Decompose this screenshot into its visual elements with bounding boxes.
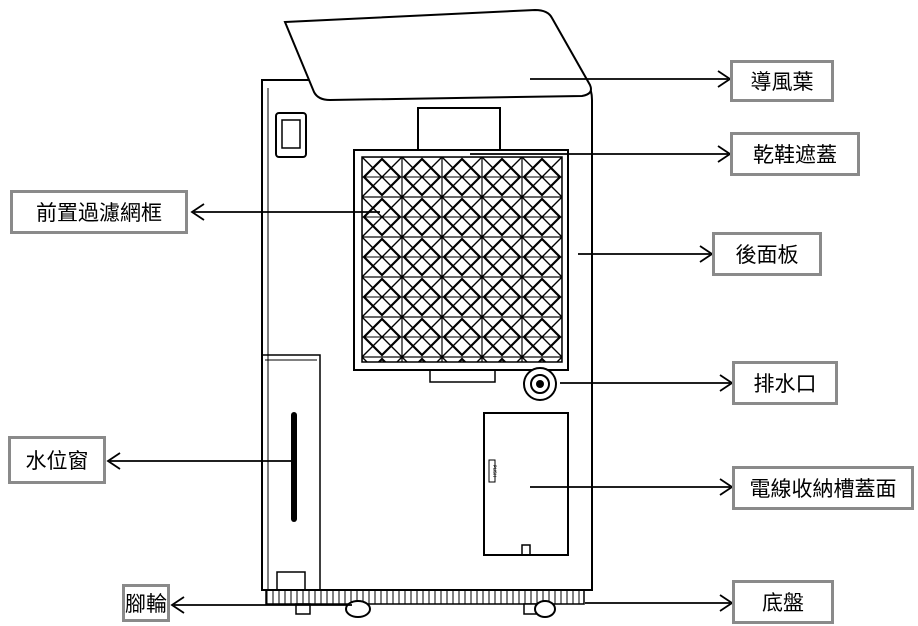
casters — [295, 600, 556, 618]
push-tag-cord: PUSH — [491, 465, 497, 477]
air-guide-flap — [283, 8, 592, 102]
water-level-window — [291, 412, 297, 522]
arrow-casters — [170, 596, 352, 614]
arrow-water-level-window — [106, 452, 294, 470]
arrow-base-tray — [585, 594, 734, 612]
label-pre-filter-frame: 前置過濾網框 — [10, 190, 188, 234]
label-drain-outlet: 排水口 — [732, 361, 838, 405]
base-tray — [265, 589, 585, 605]
label-base-tray: 底盤 — [732, 580, 834, 624]
label-back-panel: 後面板 — [712, 232, 822, 276]
side-handle — [275, 112, 307, 158]
label-air-guide: 導風葉 — [730, 60, 834, 102]
label-casters: 腳輪 — [122, 584, 170, 622]
arrow-back-panel — [578, 245, 714, 263]
arrow-pre-filter-frame — [190, 203, 380, 221]
side-notch — [276, 571, 306, 590]
label-water-level-window: 水位窗 — [8, 436, 106, 484]
pre-filter-frame — [353, 149, 569, 383]
label-shoe-dryer-cover: 乾鞋遮蓋 — [730, 132, 860, 176]
drain-outlet — [523, 367, 557, 401]
label-cord-storage-cover: 電線收納槽蓋面 — [732, 466, 914, 510]
cord-storage-cover: PUSH — [483, 412, 569, 556]
